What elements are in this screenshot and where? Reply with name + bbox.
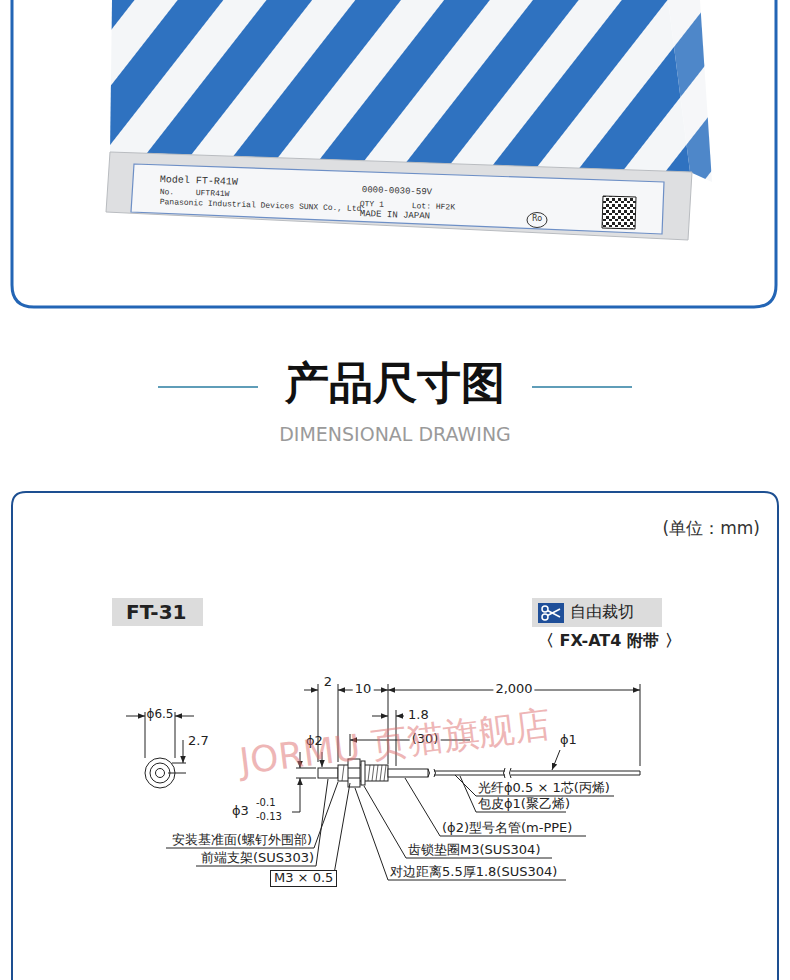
qr-code <box>602 196 636 229</box>
approval-mark-text: Ro <box>532 214 542 223</box>
box-label-text: UFTR41W <box>196 188 230 198</box>
scissors-icon <box>538 603 564 623</box>
box-top <box>110 0 690 172</box>
callout: 光纤ϕ0.5 × 1芯(丙烯) <box>478 781 610 796</box>
page-heading: 产品尺寸图 <box>285 358 505 409</box>
box-label-text: No. <box>160 187 175 197</box>
dimension: 2,000 <box>493 682 534 697</box>
callout: 包皮ϕ1(聚乙烯) <box>478 797 570 812</box>
tag-text: 自由裁切 <box>570 602 652 623</box>
box-label <box>131 164 664 234</box>
dimension: ϕ3 <box>232 804 249 819</box>
tolerance: -0.1 <box>256 797 276 809</box>
box-label-text: QTY 1 <box>360 199 384 209</box>
callout: 对边距离5.5厚1.8(SUS304) <box>390 865 557 880</box>
box-flap <box>668 0 712 182</box>
dimension: 2.7 <box>188 734 209 749</box>
heading-rule <box>158 386 258 388</box>
model-tag: FT-31 <box>112 598 203 626</box>
callout: 前端支架(SUS303) <box>201 851 314 866</box>
heading-rule <box>532 386 632 388</box>
dimension: ϕ1 <box>560 733 577 748</box>
dimension: 2 <box>322 675 334 690</box>
callout: 齿锁垫圈M3(SUS304) <box>408 843 540 858</box>
tolerance: -0.13 <box>256 811 282 823</box>
box-front <box>106 152 692 240</box>
dimension: ϕ6.5 <box>147 708 174 722</box>
callout: 安装基准面(螺钉外围部) <box>172 833 312 848</box>
callout: M3 × 0.5 <box>270 870 337 887</box>
dimension: 10 <box>353 682 374 697</box>
callout: (ϕ2)型号名管(m-PPE) <box>442 821 572 836</box>
fiber-drawing <box>126 684 640 880</box>
approval-mark <box>527 213 547 228</box>
cut-tag: 自由裁切 <box>532 598 662 627</box>
subheading: DIMENSIONAL DRAWING <box>279 424 511 446</box>
accessory-note: 〈 FX-AT4 附带 〉 <box>538 632 681 650</box>
panel-border <box>12 0 776 307</box>
tag-text: FT-31 <box>126 600 189 624</box>
panel-border <box>12 492 778 980</box>
unit-note: (单位：mm) <box>663 519 760 539</box>
